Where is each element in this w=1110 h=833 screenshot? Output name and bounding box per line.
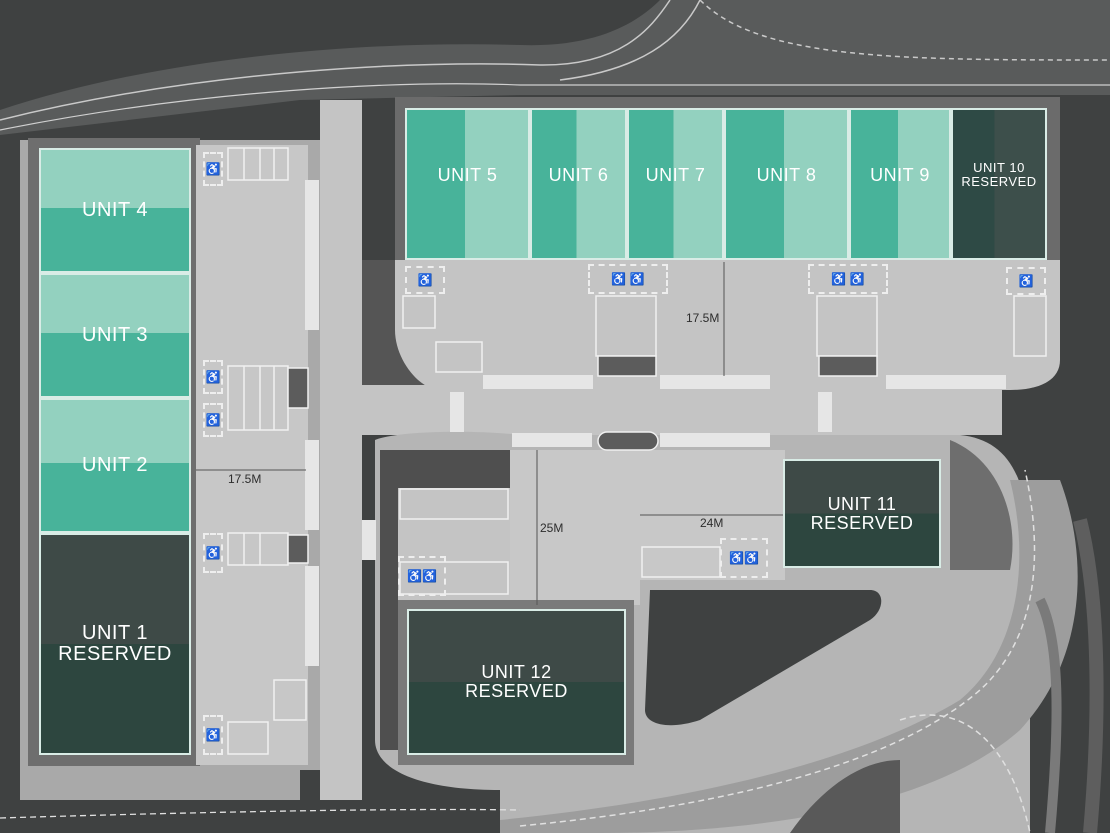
wheelchair-icon: ♿ — [203, 152, 223, 186]
unit-6-label: UNIT 6 — [548, 164, 609, 185]
dimension-north-yard: 17.5M — [686, 311, 720, 325]
unit-9-label: UNIT 9 — [870, 164, 930, 185]
wheelchair-icon: ♿ ♿ — [588, 264, 668, 294]
unit-11-status: RESERVED — [810, 512, 914, 533]
unit-6[interactable]: UNIT 6 — [530, 108, 627, 260]
wheelchair-icon: ♿♿ — [398, 556, 446, 596]
unit-5[interactable]: UNIT 5 — [405, 108, 530, 260]
unit-1-status: RESERVED — [58, 643, 172, 665]
unit-7[interactable]: UNIT 7 — [627, 108, 724, 260]
wheelchair-icon: ♿ ♿ — [808, 264, 888, 294]
unit-2-label: UNIT 2 — [82, 454, 148, 476]
unit-3[interactable]: UNIT 3 — [39, 273, 191, 398]
dimension-east-yard: 24M — [700, 516, 724, 530]
unit-9[interactable]: UNIT 9 — [849, 108, 951, 260]
unit-8-label: UNIT 8 — [756, 164, 817, 185]
wheelchair-icon: ♿ — [203, 403, 223, 437]
unit-4[interactable]: UNIT 4 — [39, 148, 191, 273]
wheelchair-icon: ♿ — [203, 715, 223, 755]
unit-8[interactable]: UNIT 8 — [724, 108, 849, 260]
unit-10-status: RESERVED — [961, 174, 1037, 189]
unit-2[interactable]: UNIT 2 — [39, 398, 191, 533]
wheelchair-icon: ♿ — [203, 360, 223, 394]
unit-1-label: UNIT 1 — [82, 622, 148, 644]
wheelchair-icon: ♿ — [1006, 267, 1046, 295]
wheelchair-icon: ♿♿ — [720, 538, 768, 578]
unit-12-label: UNIT 12 — [481, 662, 552, 683]
wheelchair-icon: ♿ — [203, 533, 223, 573]
dimension-central-yard: 25M — [540, 521, 564, 535]
unit-12-status: RESERVED — [465, 681, 568, 701]
unit-4-label: UNIT 4 — [82, 199, 148, 221]
unit-7-label: UNIT 7 — [645, 164, 706, 185]
wheelchair-icon: ♿ — [405, 266, 445, 294]
dimension-west-road: 17.5M — [228, 472, 262, 486]
unit-5-label: UNIT 5 — [437, 164, 498, 185]
unit-3-label: UNIT 3 — [82, 324, 148, 346]
unit-11-label: UNIT 11 — [827, 493, 897, 514]
unit-10-label: UNIT 10 — [973, 160, 1025, 176]
